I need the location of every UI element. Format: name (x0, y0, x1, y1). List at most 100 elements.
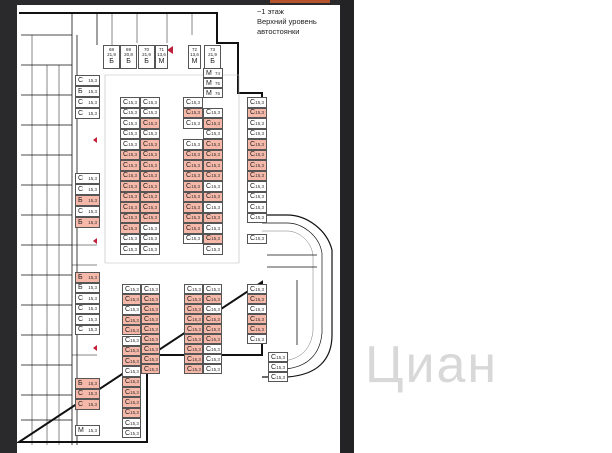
right-frame-scrollbar[interactable] (340, 0, 354, 453)
parking-spot[interactable] (203, 97, 223, 108)
parking-spot[interactable] (247, 223, 267, 234)
